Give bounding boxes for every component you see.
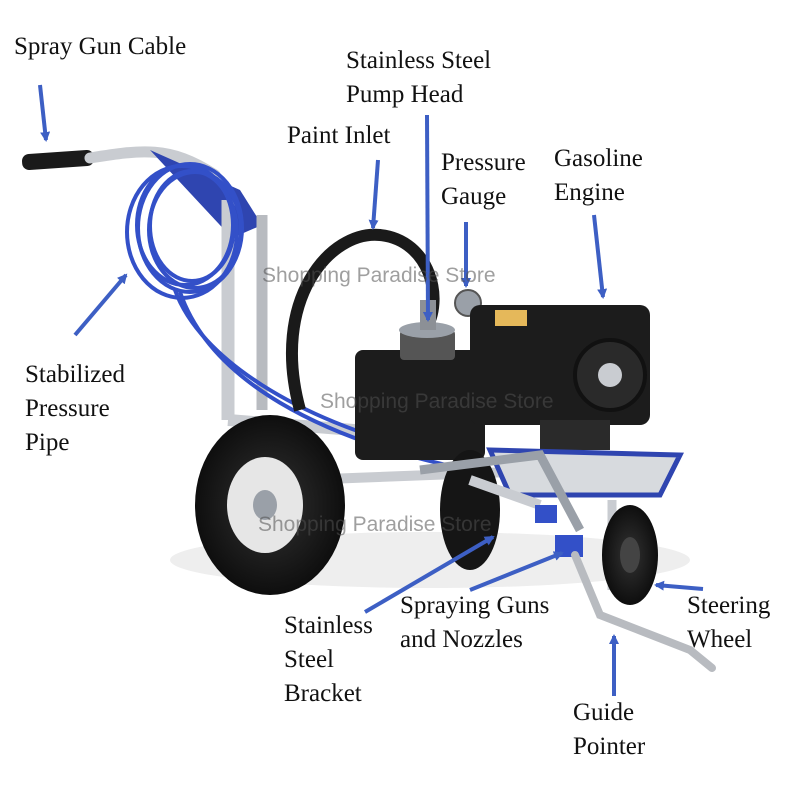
label-stabilized-pipe: Stabilized Pressure Pipe bbox=[25, 361, 125, 456]
watermark: Shopping Paradise Store bbox=[258, 513, 492, 536]
hose-coil bbox=[125, 162, 471, 472]
steering-wheel bbox=[602, 500, 658, 605]
label-spray-gun-cable: Spray Gun Cable bbox=[14, 33, 187, 60]
watermark: Shopping Paradise Store bbox=[262, 264, 496, 287]
label-paint-inlet: Paint Inlet bbox=[287, 122, 391, 149]
arrow-spray-guns bbox=[469, 551, 564, 592]
label-pressure-gauge: Pressure Gauge bbox=[441, 149, 526, 210]
inlet-hose bbox=[285, 228, 440, 412]
watermark: Shopping Paradise Store bbox=[320, 390, 554, 413]
guide-pointer-rod bbox=[571, 551, 716, 672]
engine bbox=[470, 305, 650, 450]
arrow-pump-head bbox=[422, 114, 433, 322]
label-gasoline-engine: Gasoline Engine bbox=[554, 145, 643, 206]
rear-wheel bbox=[195, 415, 345, 595]
arrow-spray-gun-cable bbox=[38, 84, 51, 142]
arrows bbox=[38, 84, 704, 696]
label-steel-bracket: Stainless Steel Bracket bbox=[284, 612, 373, 707]
arrow-steering-wheel bbox=[654, 580, 704, 591]
label-guide-pointer: Guide Pointer bbox=[573, 699, 646, 760]
arrow-steel-bracket bbox=[363, 535, 495, 614]
label-steering-wheel: Steering Wheel bbox=[687, 592, 771, 653]
arrow-stabilized-pipe bbox=[73, 273, 128, 337]
label-pump-head: Stainless Steel Pump Head bbox=[346, 47, 492, 108]
engine-plate bbox=[495, 310, 527, 326]
arrow-gasoline-engine bbox=[592, 214, 608, 299]
pump-body bbox=[355, 300, 485, 460]
front-tray bbox=[486, 447, 684, 498]
label-spray-guns: Spraying Guns and Nozzles bbox=[400, 592, 550, 653]
arrow-paint-inlet bbox=[368, 159, 380, 230]
